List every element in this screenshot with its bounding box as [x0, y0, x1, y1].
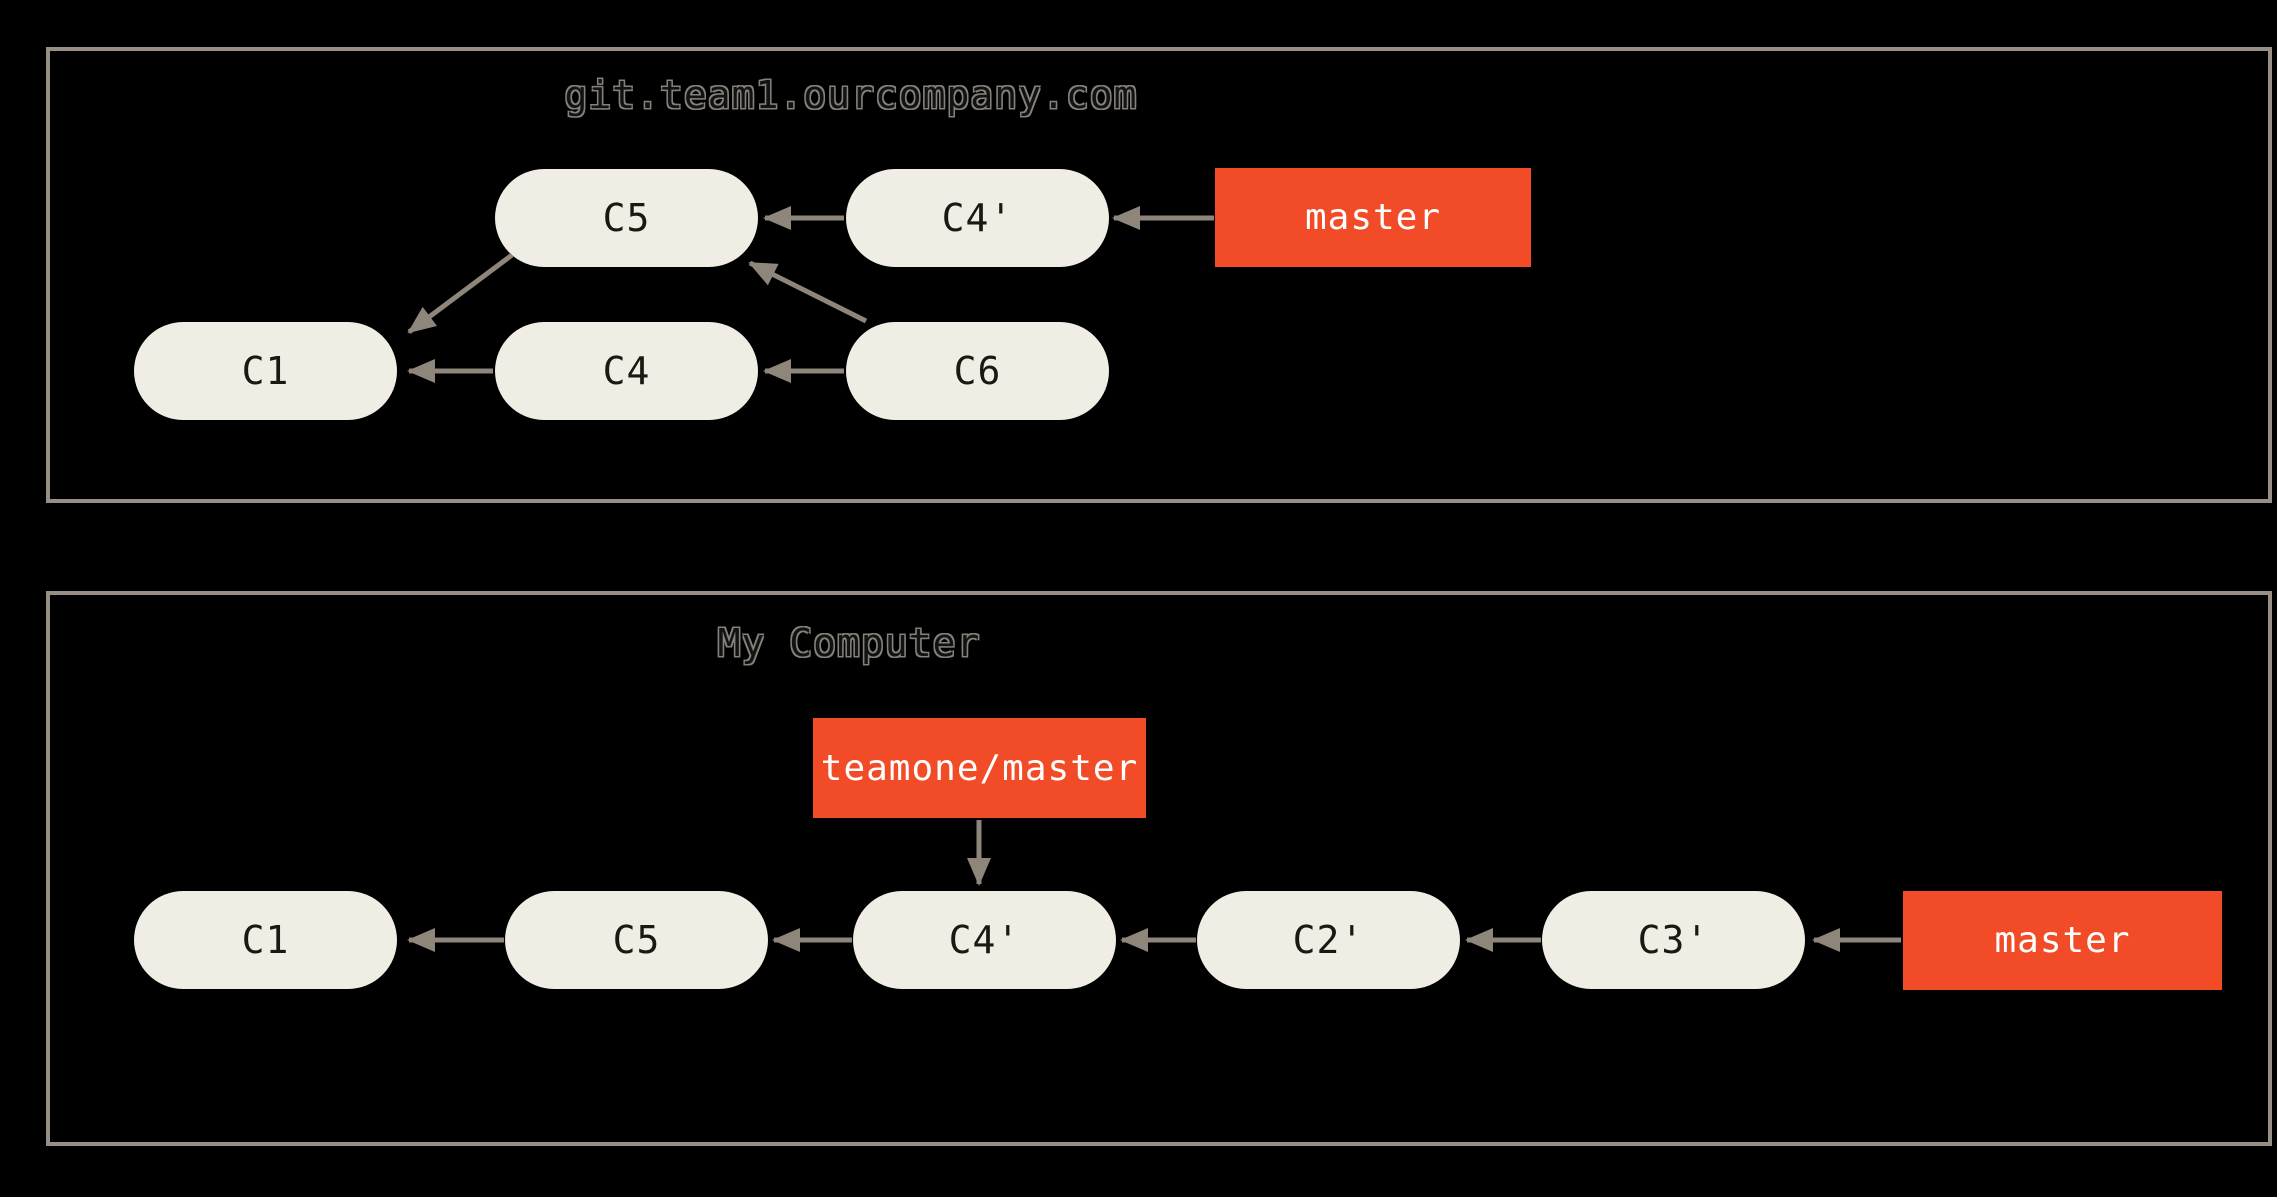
commit-label: C5: [602, 196, 651, 240]
branch-label-master: master: [1215, 168, 1531, 267]
branch-label-text: master: [1994, 920, 2131, 961]
commit-label: C4: [602, 349, 651, 393]
commit-node: C2': [1197, 891, 1460, 989]
commit-label: C1: [241, 918, 290, 962]
commit-node: C4: [495, 322, 758, 420]
commit-label: C4': [948, 918, 1021, 962]
commit-label: C6: [953, 349, 1002, 393]
commit-node: C4': [846, 169, 1109, 267]
commit-node: C1: [134, 322, 397, 420]
commit-label: C1: [241, 349, 290, 393]
local-repo-title: My Computer: [717, 621, 981, 665]
commit-node: C1: [134, 891, 397, 989]
commit-node: C6: [846, 322, 1109, 420]
remote-repo-box: [46, 47, 2272, 503]
branch-label-text: teamone/master: [820, 747, 1139, 789]
commit-label: C5: [612, 918, 661, 962]
commit-node: C4': [853, 891, 1116, 989]
commit-label: C4': [941, 196, 1014, 240]
commit-node: C3': [1542, 891, 1805, 989]
branch-label-text: master: [1304, 197, 1442, 238]
commit-label: C3': [1637, 918, 1710, 962]
branch-label-master: master: [1903, 891, 2222, 990]
commit-label: C2': [1292, 918, 1365, 962]
branch-label-teamone-master: teamone/master: [813, 718, 1146, 818]
commit-node: C5: [505, 891, 768, 989]
local-repo-box: [46, 591, 2272, 1146]
commit-node: C5: [495, 169, 758, 267]
remote-repo-title: git.team1.ourcompany.com: [564, 73, 1138, 117]
